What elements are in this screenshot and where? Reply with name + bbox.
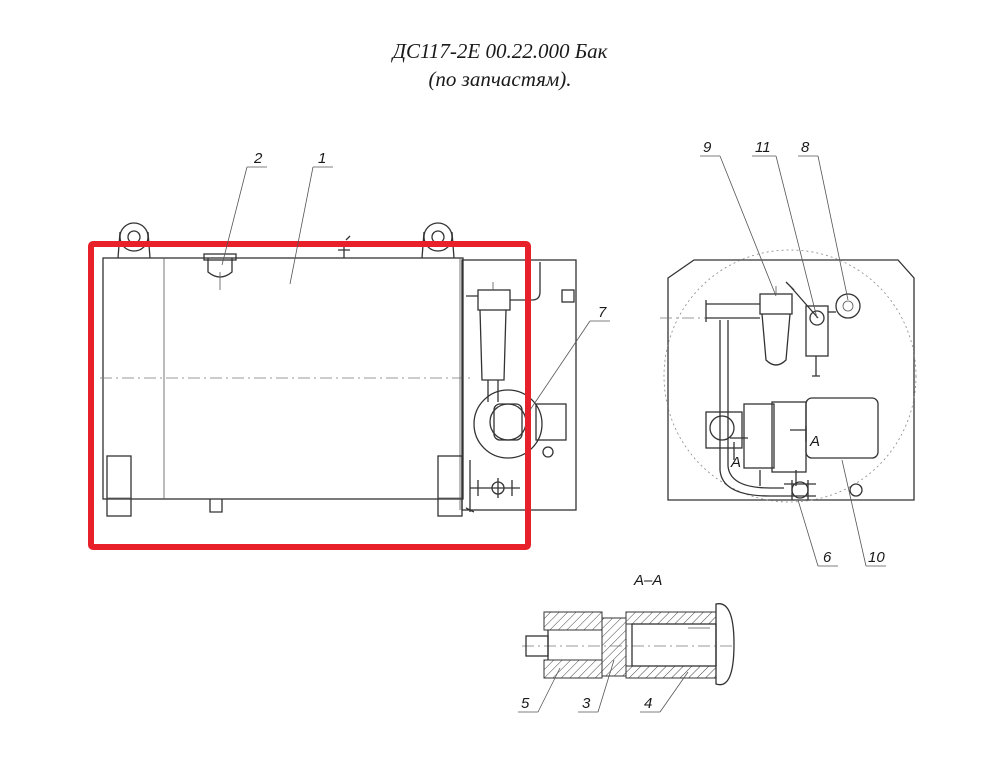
tank-end-view <box>660 249 917 503</box>
section-view <box>522 603 735 686</box>
tank-side-view <box>100 222 577 517</box>
callout-8: 8 <box>801 139 810 156</box>
drawing-title: ДС117-2Е 00.22.000 Бак <box>392 39 608 63</box>
callout-7: 7 <box>598 304 607 321</box>
section-mark-right: А <box>809 433 820 450</box>
callout-4: 4 <box>644 695 652 712</box>
drawing-subtitle: (по запчастям). <box>428 67 572 91</box>
filler-neck <box>203 253 237 290</box>
callout-9: 9 <box>703 139 712 156</box>
highlight-frame <box>88 241 531 550</box>
callout-10: 10 <box>868 549 885 566</box>
callout-11: 11 <box>755 139 771 156</box>
tank-body <box>102 257 464 500</box>
section-label: А–А <box>633 572 662 589</box>
lifting-eye-right <box>421 222 455 259</box>
callout-5: 5 <box>521 695 530 712</box>
callout-2: 2 <box>253 150 263 167</box>
callout-6: 6 <box>823 549 832 566</box>
leaders-left <box>221 166 610 411</box>
lifting-eye-left <box>117 222 151 259</box>
leaders-section <box>518 659 689 713</box>
leaders-right <box>700 155 886 567</box>
callout-1: 1 <box>318 150 326 167</box>
section-mark-left: А <box>730 454 741 471</box>
callout-3: 3 <box>582 695 591 712</box>
